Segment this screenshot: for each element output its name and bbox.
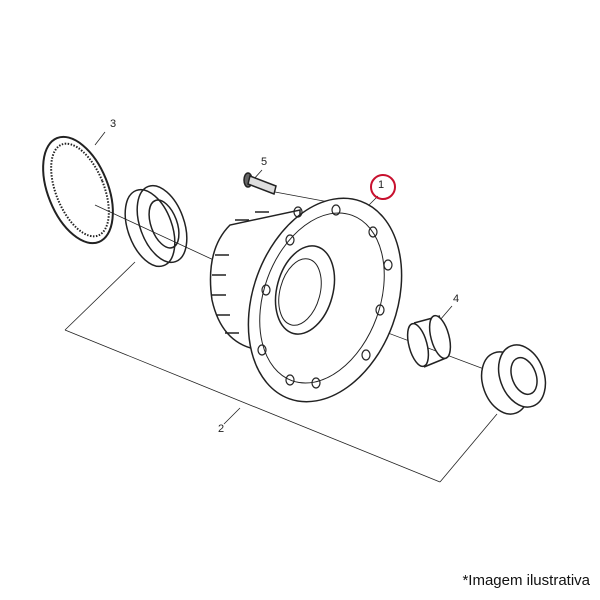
part-label-4[interactable]: 4: [453, 293, 460, 305]
part-label-2[interactable]: 2: [218, 423, 225, 435]
part-3-abs-ring: [42, 135, 114, 245]
bearing-left: [124, 184, 188, 268]
part-label-1[interactable]: 1: [378, 179, 385, 191]
part-1-hub: [209, 197, 403, 403]
part-5-bolt: [243, 172, 277, 196]
part-label-5[interactable]: 5: [261, 156, 268, 168]
bearing-right: [480, 344, 547, 415]
highlight-circle: [370, 174, 396, 200]
part-4-roller-bearing: [406, 314, 452, 368]
illustrative-image-note: *Imagem ilustrativa: [462, 572, 590, 589]
part-label-3[interactable]: 3: [110, 118, 117, 130]
